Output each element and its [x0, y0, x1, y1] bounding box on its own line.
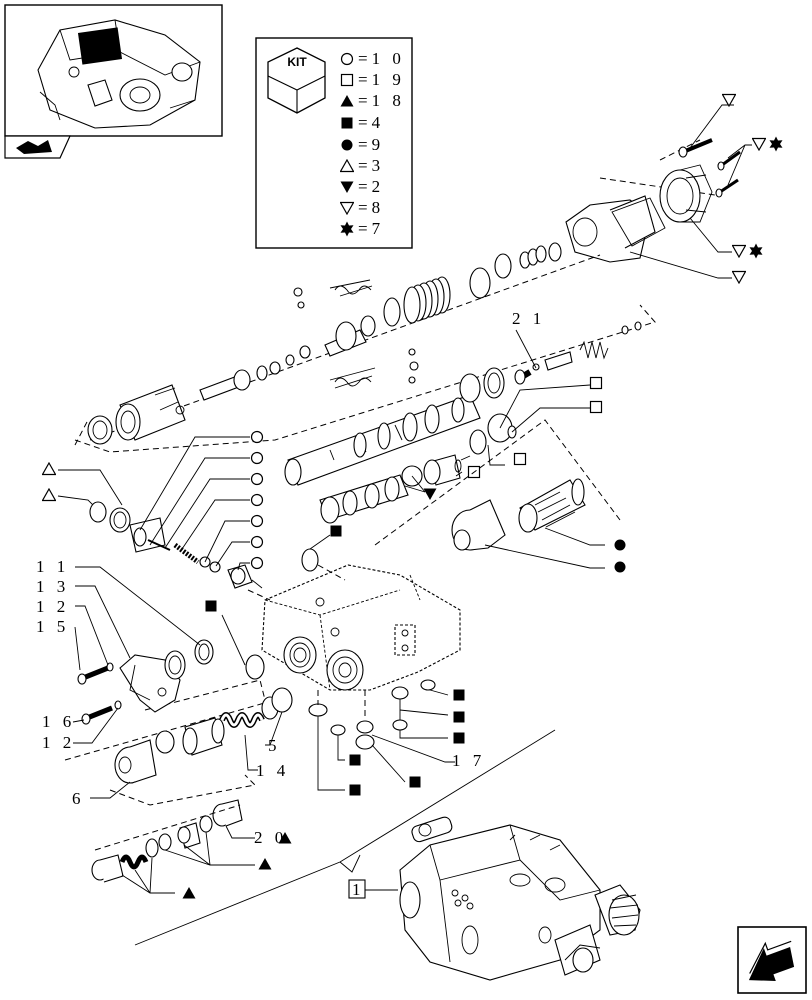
kit-title: KIT — [287, 55, 307, 69]
check-spring-part — [514, 321, 642, 385]
callout-17: 1 7 — [452, 751, 485, 770]
callout-21: 2 1 — [512, 309, 545, 328]
callout-11: 1 1 — [36, 557, 69, 576]
callout-14: 1 4 — [256, 761, 289, 780]
lower-left-group: 1 1 1 3 1 2 1 5 1 6 1 2 5 — [36, 557, 293, 808]
legend-text: =4 — [358, 113, 384, 132]
port-right — [326, 649, 364, 691]
seat-part — [423, 454, 471, 486]
left-seal-group — [42, 430, 264, 589]
legend-row-square-filled: =4 — [341, 113, 384, 132]
legend-row-square-open: =1 9 — [340, 70, 405, 89]
pin-set — [293, 279, 419, 389]
legend-row-triangle-open: =3 — [340, 156, 384, 175]
actuator-group — [565, 93, 783, 284]
valve-body-group — [247, 525, 461, 691]
callout-13: 1 3 — [36, 577, 69, 596]
kit-cube-icon: KIT — [267, 47, 326, 114]
valve-assembly-thumbnail — [37, 19, 201, 129]
legend-row-circle-filled: =9 — [341, 135, 384, 154]
assembled-valve-part — [399, 816, 601, 981]
legend-text: =3 — [358, 156, 384, 175]
main-spool-part — [284, 394, 481, 486]
knob-cap-part — [518, 478, 586, 533]
plug-large-part — [114, 739, 157, 784]
fitting-part — [227, 564, 263, 589]
legend-text: =7 — [358, 219, 384, 238]
bracket-part — [119, 650, 186, 713]
legend-text: =1 0 — [358, 49, 405, 68]
knob-nut-part — [451, 499, 506, 551]
legend-text: =8 — [358, 198, 384, 217]
legend-row-star: =7 — [340, 219, 384, 238]
bottom-seal-group: 1 7 — [308, 679, 485, 796]
knob-group — [374, 419, 626, 573]
callout-5: 5 — [268, 736, 281, 755]
callout-15: 1 5 — [36, 617, 69, 636]
callout-1: 1 — [352, 880, 365, 899]
screw-part — [678, 138, 713, 158]
assembled-view: 1 — [134, 729, 641, 981]
spring-part — [219, 712, 265, 728]
relief-seat-part — [212, 799, 243, 827]
legend-row-circle-open: =1 0 — [340, 49, 405, 68]
relief-valve-group: 2 0 — [91, 799, 292, 899]
assembled-knob-part — [594, 884, 641, 936]
callout-12a: 1 2 — [36, 597, 69, 616]
kit-legend: KIT =1 0 =1 9 =1 8 =4 =9 =3 =2 =8 =7 — [255, 37, 413, 249]
legend-text: =1 9 — [358, 70, 405, 89]
legend-text: =2 — [358, 177, 384, 196]
plunger-part — [319, 465, 423, 524]
upper-spool-assembly — [74, 242, 601, 446]
callout-20: 2 0 — [254, 828, 287, 847]
port-left — [283, 636, 317, 674]
callout-16: 1 6 — [42, 712, 75, 731]
relief-poppet-part — [177, 822, 201, 849]
legend-row-triangle-filled: =1 8 — [340, 91, 405, 110]
assembled-lever-part — [554, 924, 601, 976]
piston-part — [182, 717, 225, 756]
legend-row-triangle-down-open: =8 — [340, 198, 384, 217]
callout-6: 6 — [72, 789, 85, 808]
legend-text: =1 8 — [358, 91, 405, 110]
folder-arrow-icon[interactable] — [4, 135, 71, 159]
thumbnail-frame — [4, 4, 223, 159]
next-page-arrow-icon[interactable] — [737, 926, 807, 994]
legend-text: =9 — [358, 135, 384, 154]
solenoid-coil-part — [659, 164, 713, 223]
callout-12b: 1 2 — [42, 733, 75, 752]
spring-set — [383, 242, 562, 327]
kit-circle-callouts — [139, 430, 264, 571]
valve-flange-part — [565, 195, 666, 263]
relief-cap-part — [91, 854, 124, 883]
spool-left — [87, 315, 376, 445]
legend-row-triangle-down-filled: =2 — [340, 177, 384, 196]
middle-spool-group: 2 1 — [74, 304, 656, 524]
